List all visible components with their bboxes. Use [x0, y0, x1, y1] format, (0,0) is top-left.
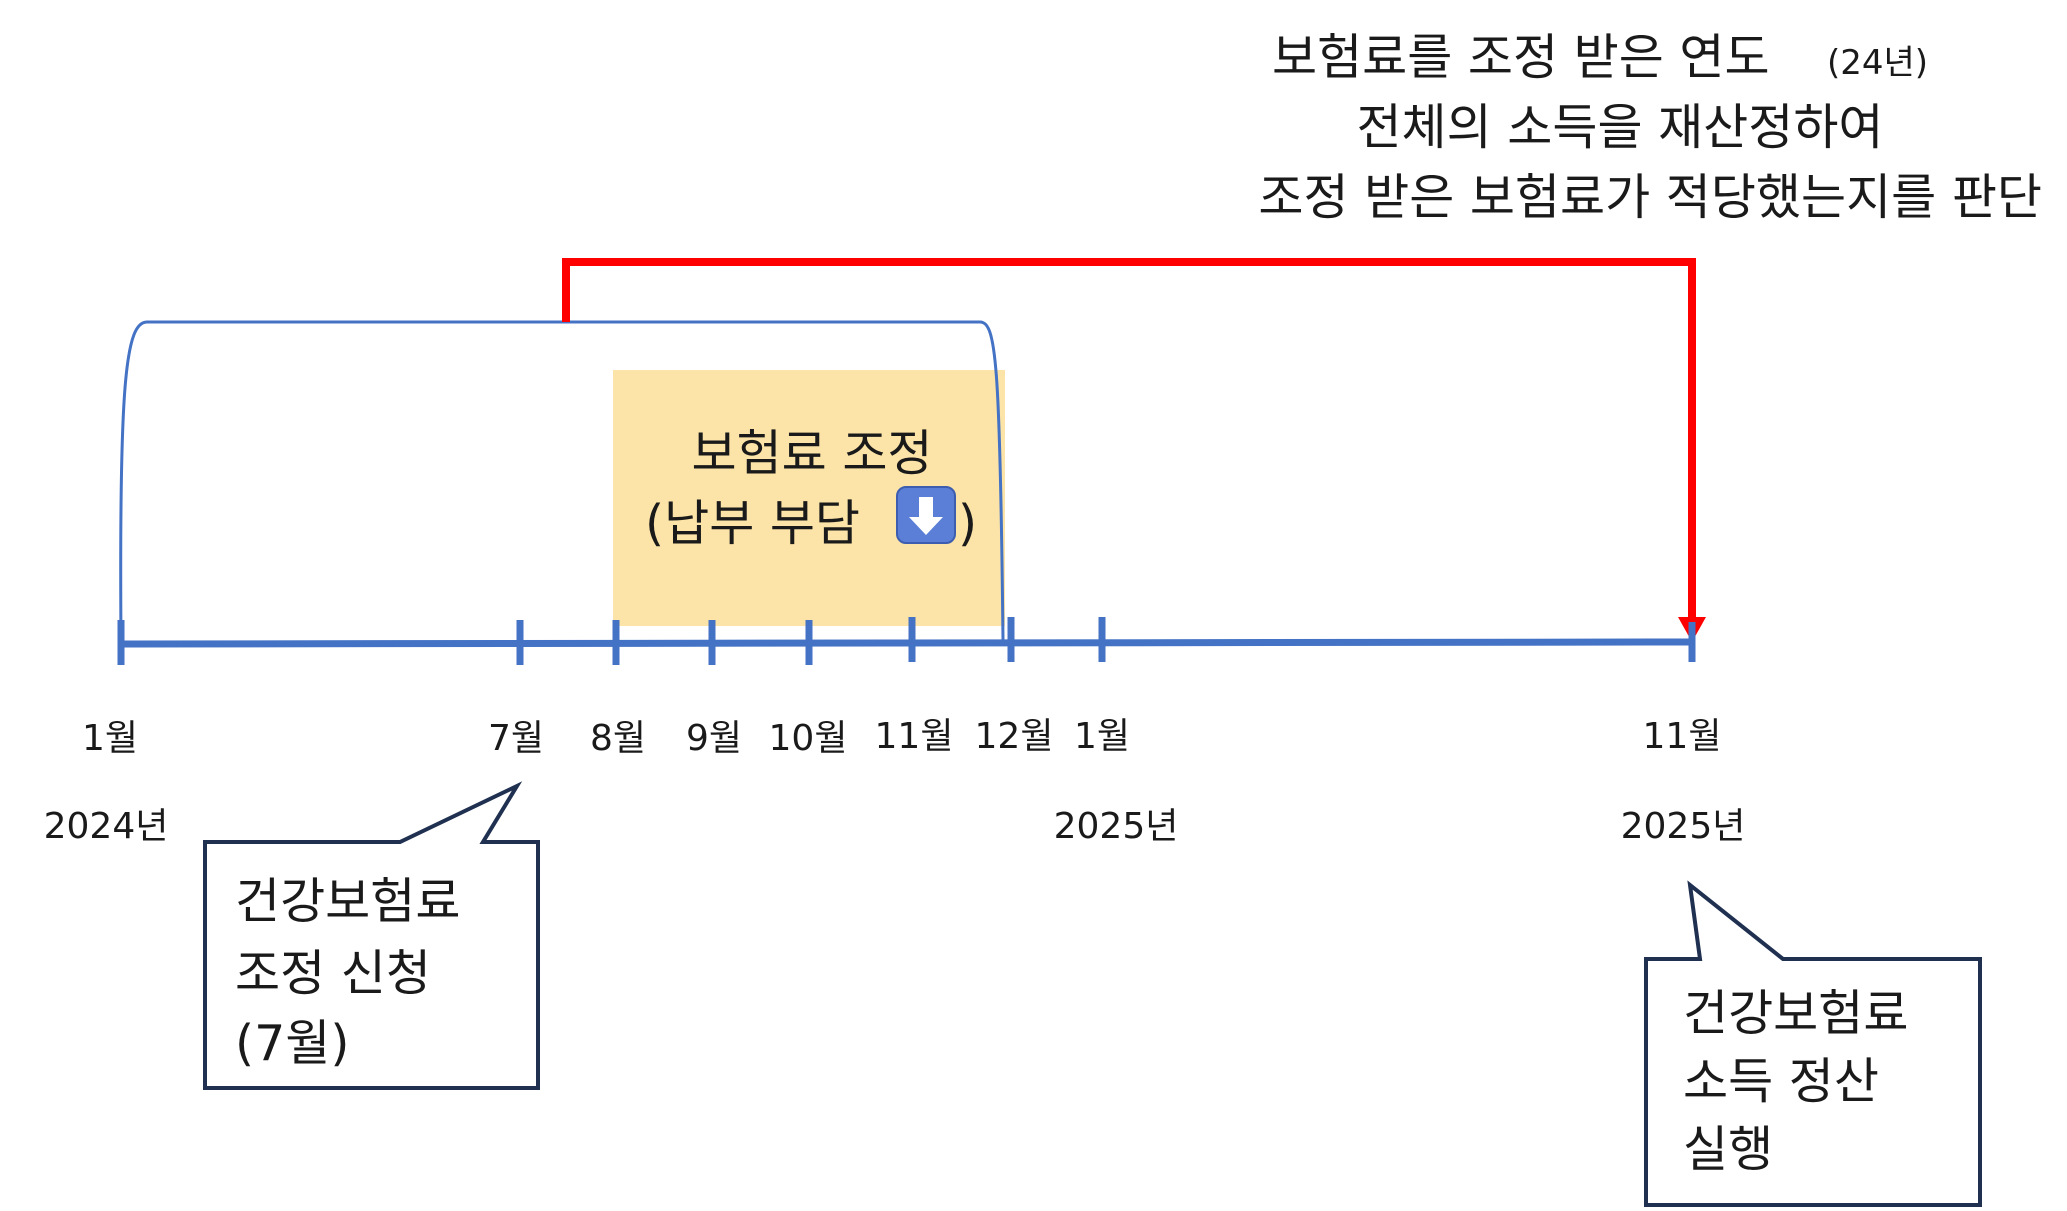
- callout-income-settlement: [1644, 880, 1982, 1207]
- heading-line-3: 조정 받은 보험료가 적당했는지를 판단: [1258, 169, 2042, 226]
- month-label-aug: 8월: [590, 718, 646, 759]
- heading-line-2: 전체의 소득을 재산정하여: [1356, 99, 1883, 156]
- month-label-nov: 11월: [875, 716, 954, 757]
- timeline-axis: [120, 638, 1693, 648]
- callout-settle-line-1: 건강보험료: [1683, 985, 1908, 1042]
- year-label-2025-nov: 2025년: [1621, 806, 1746, 847]
- down-arrow-icon: [896, 486, 956, 544]
- callout-apply-adjustment: [203, 781, 540, 1090]
- adjustment-box-title: 보험료 조정: [692, 425, 933, 482]
- heading-line-1-note: (24년): [1827, 43, 1928, 83]
- month-label-jan-2025: 1월: [1074, 716, 1130, 757]
- adjustment-box-detail: (납부 부담: [645, 495, 860, 552]
- adjustment-box-detail-close: ): [958, 495, 977, 552]
- month-label-jul: 7월: [488, 718, 544, 759]
- callout-apply-line-3: (7월): [235, 1015, 350, 1072]
- callout-apply-line-2: 조정 신청: [235, 945, 431, 1002]
- month-label-nov-2025: 11월: [1643, 716, 1722, 757]
- year-label-2025-jan: 2025년: [1054, 806, 1179, 847]
- settlement-arrow-line: [562, 258, 1696, 622]
- callout-settle-line-2: 소득 정산: [1683, 1053, 1879, 1110]
- heading-line-1: 보험료를 조정 받은 연도: [1272, 29, 1770, 86]
- month-label-dec: 12월: [975, 716, 1054, 757]
- timeline-ticks: [117, 617, 1696, 665]
- month-label-jan-2024: 1월: [82, 718, 138, 759]
- month-label-sep: 9월: [686, 718, 742, 759]
- callout-apply-line-1: 건강보험료: [235, 873, 460, 930]
- month-label-oct: 10월: [769, 718, 848, 759]
- year-label-2024: 2024년: [44, 806, 169, 847]
- callout-settle-line-3: 실행: [1683, 1121, 1773, 1178]
